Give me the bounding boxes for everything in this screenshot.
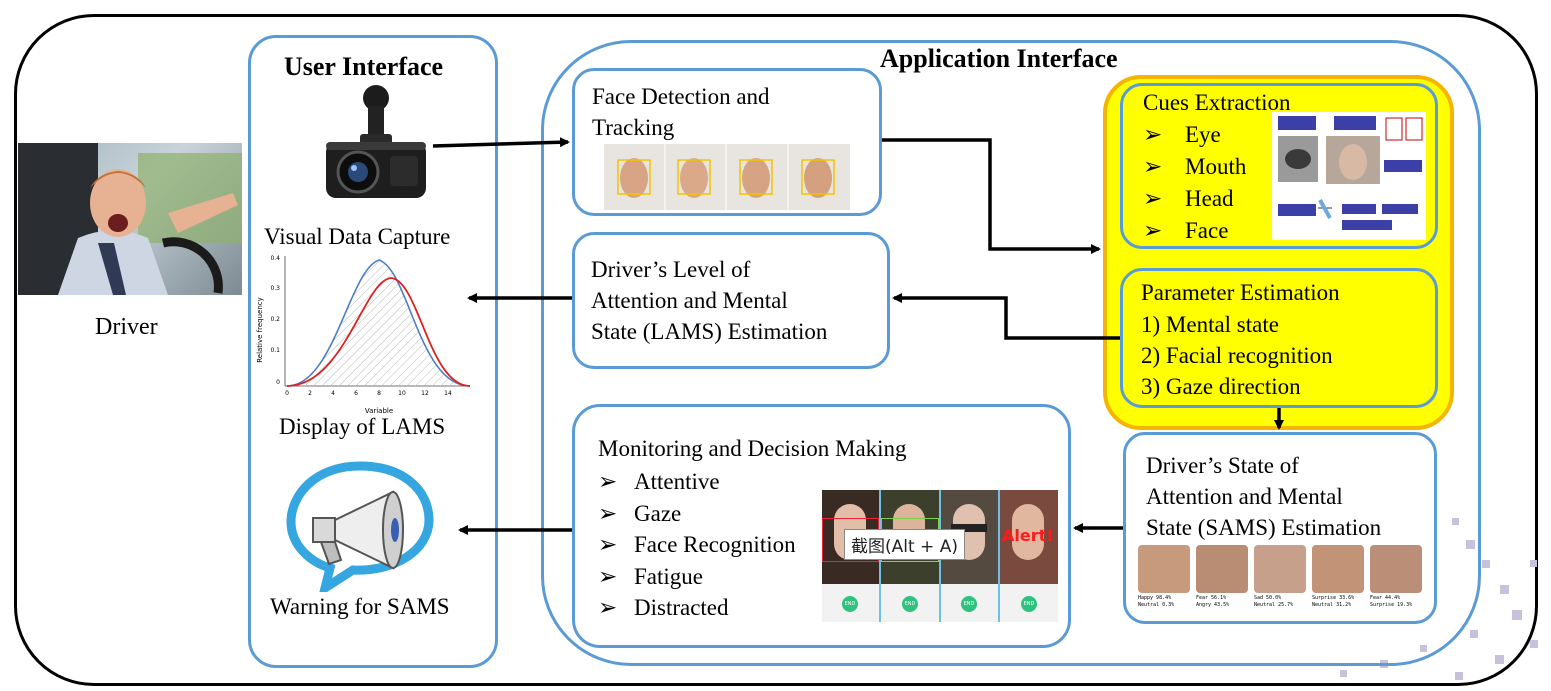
application-interface-title: Application Interface	[876, 44, 1122, 74]
ytick: 0.4	[270, 255, 280, 262]
lams-estimation-box	[572, 232, 890, 369]
blue-curve	[286, 259, 471, 387]
arrow-bullet-icon: ➢	[1143, 186, 1163, 211]
end-button[interactable]: END	[902, 596, 918, 612]
cue-item: ➢Face	[1143, 218, 1229, 243]
emotion-face	[1138, 545, 1190, 593]
monitoring-item: ➢Fatigue	[598, 564, 703, 589]
emotion-face	[1196, 545, 1248, 593]
cue-item: ➢Eye	[1143, 122, 1221, 147]
xtick: 12	[421, 390, 429, 397]
param-item: 3) Gaze direction	[1141, 374, 1301, 399]
application-interface-panel	[541, 40, 1481, 666]
plot-xlabel: Variable	[365, 407, 393, 415]
cue-item: ➢Head	[1143, 186, 1234, 211]
driver-label: Driver	[95, 314, 158, 340]
arrow-bullet-icon: ➢	[598, 595, 618, 620]
emotion-face	[1370, 545, 1422, 593]
xtick: 8	[377, 390, 381, 397]
param-item: 2) Facial recognition	[1141, 343, 1333, 368]
emotion-score: Surprise 33.6%	[1312, 595, 1355, 601]
hatched-area	[287, 260, 470, 386]
arrow-bullet-icon: ➢	[598, 564, 618, 589]
end-button[interactable]: END	[842, 596, 858, 612]
emotion-score: Fear 44.4%	[1370, 595, 1401, 601]
arrow-bullet-icon: ➢	[1143, 154, 1163, 179]
lams-distribution-plot: Relative frequency 0.4 0.3 0.2 0.1 0 0 2…	[254, 250, 476, 418]
alert-label: Alert!	[1002, 526, 1054, 545]
sams-line1: Driver’s State of	[1146, 453, 1299, 478]
display-of-lams-label: Display of LAMS	[279, 414, 446, 439]
cue-item: ➢Mouth	[1143, 154, 1247, 179]
emotion-score: Happy 98.4%	[1138, 595, 1172, 601]
ytick: 0.3	[270, 285, 280, 292]
emotion-score: Neutral 31.2%	[1312, 602, 1352, 608]
arrow-bullet-icon: ➢	[1143, 218, 1163, 243]
ytick: 0.1	[270, 347, 280, 354]
visual-data-capture-label: Visual Data Capture	[264, 224, 451, 249]
arrow-bullet-icon: ➢	[1143, 122, 1163, 147]
emotion-score: Surprise 19.3%	[1370, 602, 1413, 608]
arrow-capture-to-detection	[432, 137, 570, 148]
lams-line1: Driver’s Level of	[591, 257, 751, 282]
phone-screen: Alert! END	[1000, 490, 1058, 622]
ytick: 0	[276, 379, 280, 386]
lams-line2: Attention and Mental	[591, 288, 788, 313]
cue-pipeline-figure	[1272, 112, 1426, 240]
emotion-score: Sad 50.0%	[1254, 595, 1282, 601]
xtick: 14	[444, 390, 452, 397]
emotion-face	[1254, 545, 1306, 593]
monitoring-item: ➢Distracted	[598, 595, 729, 620]
xtick: 10	[398, 390, 406, 397]
params-title: Parameter Estimation	[1141, 280, 1340, 305]
arrow-detection-to-cues	[882, 138, 1101, 254]
monitoring-item: ➢Gaze	[598, 501, 682, 526]
sams-line3: State (SAMS) Estimation	[1146, 515, 1382, 540]
lams-line3: State (LAMS) Estimation	[591, 319, 828, 344]
emotion-face	[1312, 545, 1364, 593]
dashcam-icon	[318, 84, 434, 204]
megaphone-icon	[285, 460, 435, 598]
monitoring-item: ➢Attentive	[598, 469, 720, 494]
user-interface-title: User Interface	[284, 52, 444, 81]
outer-frame	[14, 14, 1538, 686]
xtick: 6	[354, 390, 358, 397]
cues-title: Cues Extraction	[1143, 90, 1291, 115]
warning-for-sams-label: Warning for SAMS	[270, 594, 450, 619]
ytick: 0.2	[270, 316, 280, 323]
emotion-score: Neutral 25.7%	[1254, 602, 1294, 608]
driver-photo	[18, 143, 242, 295]
arrow-bullet-icon: ➢	[598, 501, 618, 526]
red-curve	[286, 277, 471, 387]
face-detection-line2: Tracking	[592, 115, 675, 140]
end-button[interactable]: END	[1021, 596, 1037, 612]
emotion-score: Angry 43.5%	[1196, 602, 1230, 608]
plot-ylabel: Relative frequency	[256, 297, 264, 363]
xtick: 2	[308, 390, 312, 397]
emotion-score: Fear 56.1%	[1196, 595, 1227, 601]
xtick: 0	[285, 390, 289, 397]
face-detection-line1: Face Detection and	[592, 84, 770, 109]
screenshot-tooltip: 截图(Alt + A)	[844, 529, 965, 560]
param-item: 1) Mental state	[1141, 312, 1279, 337]
sams-line2: Attention and Mental	[1146, 484, 1343, 509]
arrow-params-to-lams	[892, 293, 1120, 340]
emotion-score: Neutral 0.3%	[1138, 602, 1175, 608]
monitoring-title: Monitoring and Decision Making	[598, 436, 907, 461]
arrow-bullet-icon: ➢	[598, 532, 618, 557]
parameter-estimation-box	[1120, 268, 1438, 408]
monitoring-item: ➢Face Recognition	[598, 532, 796, 557]
emotion-faces-strip: Happy 98.4% Neutral 0.3% Fear 56.1% Angr…	[1138, 545, 1424, 613]
face-tracking-strip	[604, 144, 850, 210]
end-button[interactable]: END	[961, 596, 977, 612]
xtick: 4	[331, 390, 335, 397]
arrow-bullet-icon: ➢	[598, 469, 618, 494]
